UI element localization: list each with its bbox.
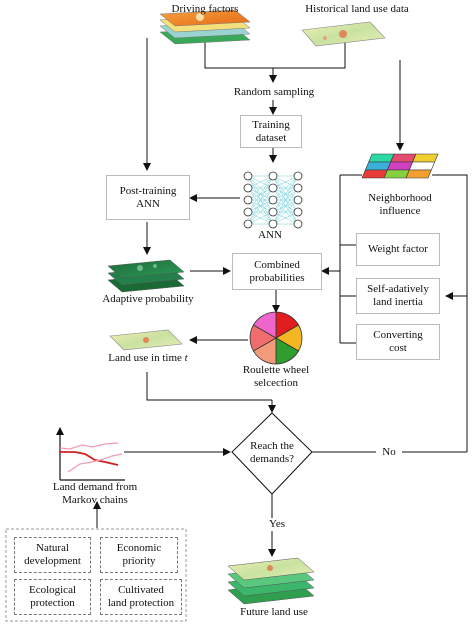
markov-line1: Land demand from [52,481,138,493]
markov-chart-icon [56,427,125,481]
adaptive-probability-stack-icon [107,259,185,293]
scenario-line1: Cultivated [118,584,164,596]
post-training-ann-box: Post-training ANN [106,175,190,220]
neighborhood-cell [405,169,432,179]
random-sampling-label: Random sampling [233,86,315,98]
scenario-line1: Economic [116,542,162,554]
ann-network-icon [243,171,303,229]
post-training-line1: Post-training [119,184,177,197]
neighborhood-cell [408,161,436,171]
driving-factors-stack-icon [159,9,251,45]
land-use-time-var: t [184,352,188,364]
scenario-economic-priority: Economic priority [100,537,178,573]
roulette-slice [252,311,277,339]
post-training-line2: ANN [136,197,160,210]
converting-line2: cost [389,342,407,354]
ann-node [243,171,253,181]
ann-node [268,219,278,229]
roulette-line2: selcection [254,377,298,389]
neighborhood-cell [390,153,417,163]
neighborhood-cell [383,169,410,179]
neighborhood-line1: Neighborhood [368,192,432,204]
adaptive-probability-label: Adaptive probability [102,293,194,305]
markov-demand-label: Land demand from Markov chains [40,481,150,507]
inertia-line2: land inertia [373,296,423,308]
ann-label: ANN [258,229,282,241]
ann-node [268,195,278,205]
decision-line2: demands? [250,453,294,465]
neighborhood-influence-label: Neighborhood influence [352,192,448,218]
ann-node [268,171,278,181]
historical-land-use-label: Historical land use data [305,3,409,15]
future-land-use-label: Future land use [240,606,308,618]
no-label: No [376,446,402,459]
ann-node [293,183,303,193]
ann-node [293,171,303,181]
ann-node [243,195,253,205]
land-use-time-t-map-icon [109,329,183,351]
roulette-label: Roulette wheel selcection [226,364,326,390]
combined-line1: Combined [254,258,300,271]
decision-diamond [231,412,313,495]
weight-factor-box: Weight factor [356,233,440,266]
ann-node [243,207,253,217]
ann-node [293,195,303,205]
neighborhood-cell [368,153,395,163]
training-dataset-line2: dataset [255,131,287,144]
ann-node [293,207,303,217]
combined-probabilities-box: Combined probabilities [232,253,322,290]
scenario-ecological-protection: Ecological protection [14,579,91,615]
decision-label: Reach the demands? [232,440,312,466]
neighborhood-cell [386,161,414,171]
ann-node [243,183,253,193]
converting-line1: Converting [373,329,423,341]
inertia-line1: Self-adatively [367,283,429,295]
neighborhood-cell [412,153,439,163]
converting-cost-box: Converting cost [356,324,440,360]
ann-node [243,219,253,229]
land-use-time-label: Land use in time t [96,352,200,365]
scenario-line2: protection [30,597,75,609]
scenario-line1: Ecological [28,584,77,596]
combined-line2: probabilities [249,271,305,284]
scenario-natural-development: Natural development [14,537,91,573]
decision-line1: Reach the [250,440,294,452]
training-dataset-line1: Training [252,118,290,131]
neighborhood-cell [361,169,388,179]
scenario-line1: Natural [36,542,69,554]
land-inertia-box: Self-adatively land inertia [356,278,440,314]
ann-node [268,183,278,193]
historical-land-use-map-icon [301,21,386,47]
scenario-line2: priority [122,555,156,567]
neighborhood-cell [364,161,392,171]
ann-node [293,219,303,229]
neighborhood-line2: influence [379,205,421,217]
roulette-line1: Roulette wheel [242,364,310,376]
yes-label: Yes [262,518,292,531]
scenario-cultivated-land-protection: Cultivated land protection [100,579,182,615]
roulette-wheel-icon [249,311,303,365]
ann-node [268,207,278,217]
land-use-time-text: Land use in time [108,352,185,364]
scenario-line2: land protection [107,597,175,609]
markov-line2: Markov chains [62,494,128,506]
driving-factors-label: Driving factors [171,3,239,15]
neighborhood-grid-icon [361,153,439,179]
weight-factor-text: Weight factor [368,243,428,255]
future-land-use-stack-icon [227,557,315,605]
training-dataset-box: Training dataset [240,115,302,148]
scenario-line2: development [24,555,81,567]
